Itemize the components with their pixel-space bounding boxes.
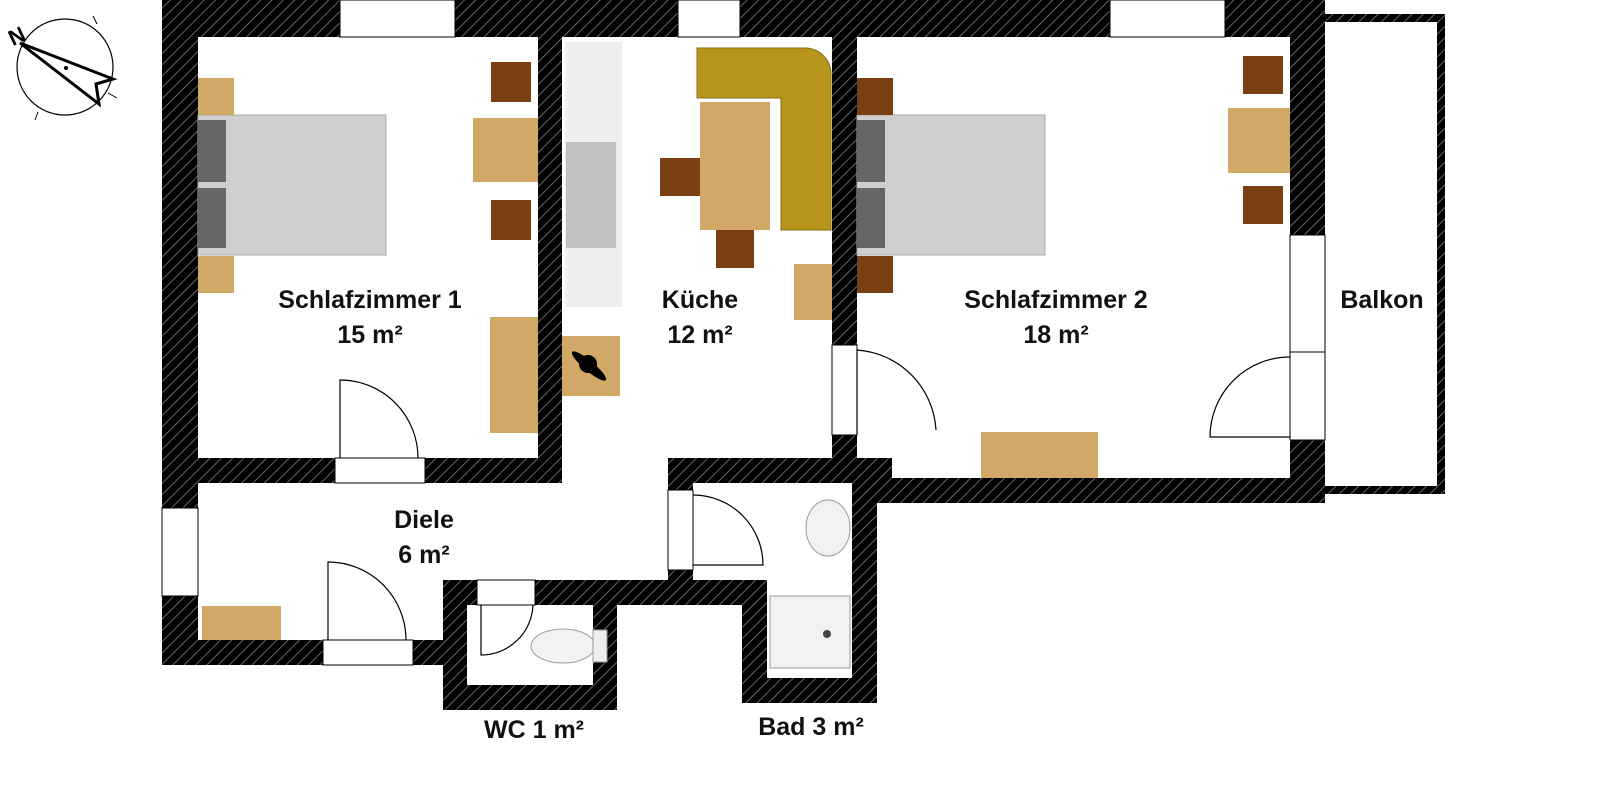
plant-icon <box>571 351 607 381</box>
bed-2 <box>856 78 1046 293</box>
room-area-schlafzimmer-1: 15 m² <box>337 321 402 349</box>
room-area-schlafzimmer-2: 18 m² <box>1023 321 1088 349</box>
sink-icon <box>805 499 851 557</box>
room-labels: Schlafzimmer 1 15 m² Küche 12 m² Schlafz… <box>278 286 1423 744</box>
toilet-icon <box>530 628 608 664</box>
room-name-schlafzimmer-1: Schlafzimmer 1 <box>278 286 462 314</box>
room-name-schlafzimmer-2: Schlafzimmer 2 <box>964 286 1147 314</box>
bed-1 <box>197 78 387 293</box>
room-area-kueche: 12 m² <box>667 321 732 349</box>
shower-icon <box>769 595 851 669</box>
room-name-bad: Bad 3 m² <box>758 713 864 741</box>
room-name-wc: WC 1 m² <box>484 716 584 744</box>
room-name-kueche: Küche <box>662 286 739 314</box>
compass-icon: N <box>4 15 118 121</box>
openings <box>161 0 1326 666</box>
room-name-diele: Diele <box>394 506 454 534</box>
furniture <box>197 42 1290 669</box>
room-name-balkon: Balkon <box>1340 286 1423 314</box>
room-area-diele: 6 m² <box>398 541 449 569</box>
door-swings <box>327 349 1291 656</box>
